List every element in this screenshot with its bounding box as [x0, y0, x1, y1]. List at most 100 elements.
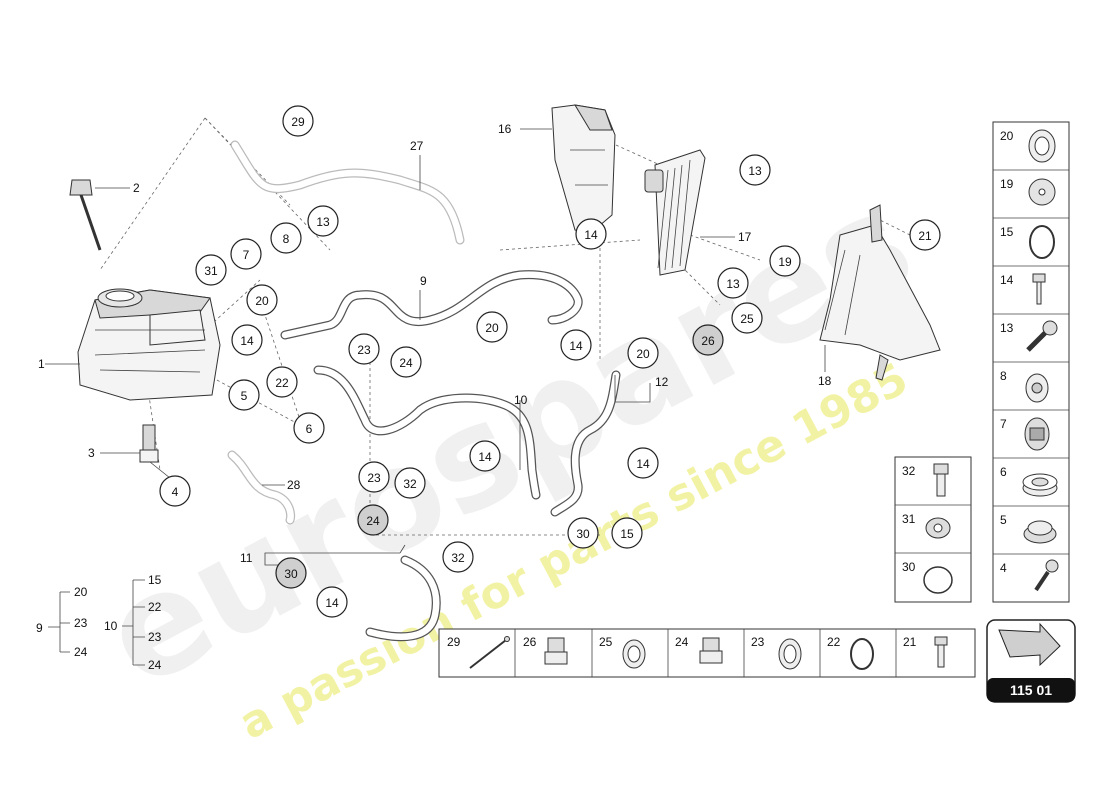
plug-24-icon: [699, 637, 723, 664]
bolt-icon: [1032, 273, 1046, 305]
bubble-15: 15: [611, 517, 643, 549]
seal-ring-icon: [1028, 129, 1056, 163]
label-16: 16: [498, 122, 512, 136]
group-10-label: 10: [104, 619, 118, 633]
arrow-icon: [998, 622, 1061, 667]
svg-text:14: 14: [325, 596, 339, 610]
level-sensor: [139, 424, 159, 463]
svg-text:14: 14: [636, 457, 650, 471]
svg-text:14: 14: [240, 334, 254, 348]
seal-23-icon: [778, 638, 802, 670]
right-panel-item-20: 20: [1000, 129, 1014, 143]
leader-lines: [45, 128, 826, 566]
bubble-7: 7: [230, 238, 262, 270]
right-panel-item-5: 5: [1000, 513, 1007, 527]
cap-icon: [1022, 473, 1058, 497]
hose-27: [230, 140, 465, 245]
bubble-32a: 32: [394, 467, 426, 499]
svg-text:24: 24: [399, 356, 413, 370]
bubble-4: 4: [159, 475, 191, 507]
svg-text:20: 20: [255, 294, 269, 308]
label-17: 17: [738, 230, 752, 244]
bubble-24b: 24: [357, 504, 389, 536]
group-10-item-4: 24: [148, 658, 162, 672]
svg-text:23: 23: [367, 471, 381, 485]
label-2: 2: [133, 181, 140, 195]
svg-text:20: 20: [485, 321, 499, 335]
hose-9: [280, 270, 583, 340]
bottom-parts-panel: 29 26 25 24 23 22 21: [438, 628, 976, 678]
label-1: 1: [38, 357, 45, 371]
bubble-19: 19: [769, 245, 801, 277]
hose-11: [365, 555, 441, 642]
plug-26-icon: [544, 637, 568, 665]
bubble-21: 21: [909, 219, 941, 251]
diagram-number: 115 01: [1010, 682, 1052, 698]
group-10-item-3: 23: [148, 630, 162, 644]
svg-text:8: 8: [283, 232, 290, 246]
bubble-8: 8: [270, 222, 302, 254]
bubble-20c: 20: [627, 337, 659, 369]
bubble-20a: 20: [246, 284, 278, 316]
bottom-panel-item-29: 29: [447, 635, 461, 649]
group-9-item-1: 20: [74, 585, 88, 599]
svg-text:14: 14: [569, 339, 583, 353]
svg-text:32: 32: [403, 477, 417, 491]
washer-icon: [1028, 178, 1056, 206]
right-panel-item-6: 6: [1000, 465, 1007, 479]
svg-text:30: 30: [576, 527, 590, 541]
bubble-5: 5: [228, 379, 260, 411]
svg-text:25: 25: [740, 312, 754, 326]
pin-icon: [1034, 559, 1059, 592]
bolt-32-icon: [933, 463, 949, 497]
svg-text:7: 7: [243, 248, 250, 262]
bottom-panel-item-21: 21: [903, 635, 917, 649]
right-panel-item-8: 8: [1000, 369, 1007, 383]
bubble-20b: 20: [476, 311, 508, 343]
callout-bubbles: 29 13 8 7 31 20 14 23 24 22 5 6 4 23 32 …: [159, 105, 941, 618]
label-11: 11: [240, 551, 253, 565]
bubble-24a: 24: [390, 346, 422, 378]
svg-text:14: 14: [584, 228, 598, 242]
svg-text:6: 6: [306, 422, 313, 436]
svg-text:29: 29: [291, 115, 305, 129]
bolt-21-icon: [934, 636, 948, 668]
hose-12: [550, 370, 621, 517]
bottom-panel-item-26: 26: [523, 635, 537, 649]
bubble-14f: 14: [316, 586, 348, 618]
bottom-panel-item-25: 25: [599, 635, 613, 649]
svg-text:24: 24: [366, 514, 380, 528]
svg-text:4: 4: [172, 485, 179, 499]
svg-text:23: 23: [357, 343, 371, 357]
bubble-6: 6: [293, 412, 325, 444]
bubble-23a: 23: [348, 333, 380, 365]
radiator: [644, 149, 706, 276]
bubble-22: 22: [266, 366, 298, 398]
bubble-30b: 30: [275, 557, 307, 589]
mid-panel-item-32: 32: [902, 464, 916, 478]
dipstick: [69, 179, 102, 251]
tie-rod-icon: [469, 636, 510, 669]
group-10-item-1: 15: [148, 573, 162, 587]
bubble-14d: 14: [560, 329, 592, 361]
bubble-23b: 23: [358, 461, 390, 493]
label-12: 12: [655, 375, 669, 389]
svg-text:20: 20: [636, 347, 650, 361]
right-panel-item-4: 4: [1000, 561, 1007, 575]
grommet-icon: [1025, 373, 1049, 403]
svg-text:13: 13: [316, 215, 330, 229]
bubble-13b: 13: [739, 154, 771, 186]
bubble-30a: 30: [567, 517, 599, 549]
plug-icon: [1024, 417, 1050, 451]
right-panel-item-13: 13: [1000, 321, 1014, 335]
right-panel-item-15: 15: [1000, 225, 1014, 239]
svg-text:21: 21: [918, 229, 932, 243]
bubble-31: 31: [195, 254, 227, 286]
group-10-item-2: 22: [148, 600, 162, 614]
bubble-29: 29: [282, 105, 314, 137]
bubble-25: 25: [731, 302, 763, 334]
expansion-tank: [551, 104, 616, 233]
group-10: 10 15 22 23 24: [104, 573, 162, 672]
filler-cap-icon: [1023, 520, 1057, 544]
